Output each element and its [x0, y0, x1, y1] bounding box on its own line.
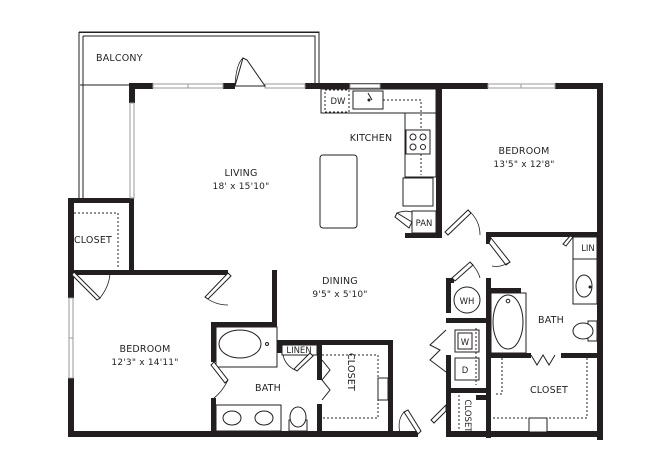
balcony-door[interactable]	[234, 57, 266, 87]
label-dining: DINING	[322, 276, 358, 287]
closet-left-shelving	[71, 212, 119, 301]
exterior-walls	[68, 83, 603, 440]
kitchen-counters	[319, 88, 437, 234]
label-closet-right: CLOSET	[530, 385, 568, 396]
label-dryer: D	[462, 366, 469, 376]
closet-center-shelving	[322, 354, 389, 419]
label-bath-right: BATH	[538, 315, 564, 326]
label-dining-size: 9'5" x 5'10"	[312, 290, 367, 300]
label-dw: DW	[331, 97, 347, 107]
label-bedroom-left-size: 12'3" x 14'11"	[111, 358, 178, 368]
label-wh: WH	[460, 297, 475, 307]
label-bedroom-right-size: 13'5" x 12'8"	[493, 160, 554, 170]
bedroom-right-door[interactable]	[444, 209, 481, 236]
label-kitchen: KITCHEN	[350, 133, 393, 144]
closet-right-shelving	[491, 358, 588, 433]
laundry-fixtures	[429, 261, 481, 385]
label-living-size: 18' x 15'10"	[213, 182, 270, 192]
bath-left-fixtures	[210, 326, 331, 432]
bath-right-fixtures	[488, 235, 598, 366]
label-lin: LIN	[581, 244, 595, 254]
label-washer: W	[461, 338, 470, 348]
label-living: LIVING	[224, 168, 257, 179]
interior-walls	[68, 83, 603, 438]
label-bedroom-left: BEDROOM	[120, 344, 171, 355]
room-labels: BALCONY LIVING 18' x 15'10" KITCHEN DINI…	[74, 53, 595, 433]
label-linen: LINEN	[286, 346, 311, 356]
label-closet-center: CLOSET	[345, 353, 356, 391]
windows	[68, 83, 556, 379]
label-closet-small: CLOSET	[462, 399, 472, 433]
label-balcony: BALCONY	[96, 53, 143, 64]
label-bedroom-right: BEDROOM	[499, 146, 550, 157]
bedroom-left-door[interactable]	[204, 272, 232, 306]
label-pantry: PAN	[416, 219, 433, 229]
label-closet-left: CLOSET	[74, 235, 112, 246]
label-bath-left: BATH	[255, 383, 281, 394]
closet-small-shelving	[398, 395, 460, 437]
